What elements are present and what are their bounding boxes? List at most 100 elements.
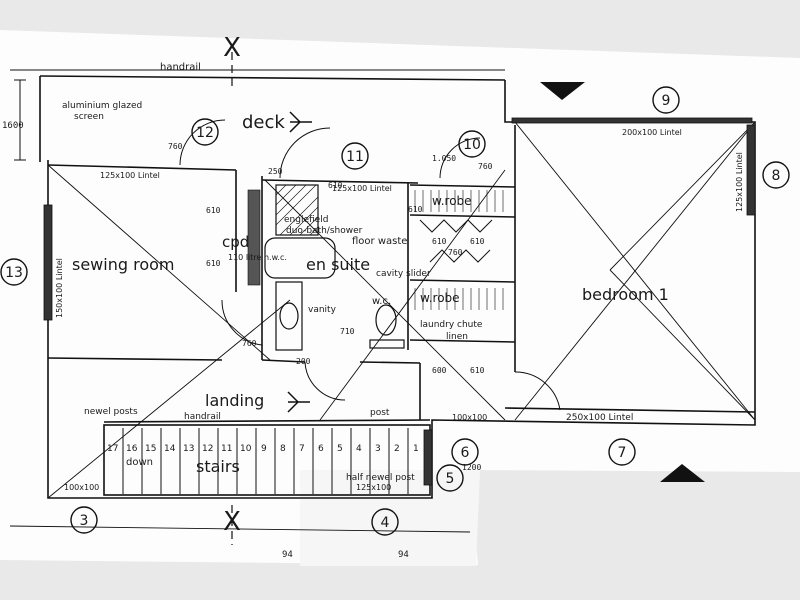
grid-markers bbox=[0, 86, 790, 536]
room-bedroom-1: bedroom 1 bbox=[582, 285, 669, 304]
dim-1600: 1600 bbox=[2, 121, 24, 131]
dim-610-c: 610 bbox=[432, 237, 447, 246]
wall-strip-left bbox=[43, 204, 53, 321]
wall-bedroom-bottom bbox=[504, 407, 756, 413]
annotation-lintel-right-vert: 125x100 Lintel bbox=[735, 152, 744, 212]
dim-line-bottom bbox=[9, 525, 471, 533]
dim-710: 710 bbox=[340, 327, 355, 336]
grid-marker-9: 9 bbox=[662, 93, 671, 109]
room-sewing-room: sewing room bbox=[72, 255, 174, 274]
grid-marker-11: 11 bbox=[346, 149, 364, 165]
annotation-lintel-top: 125x100 Lintel bbox=[100, 171, 160, 180]
fixture-wrobe-top: w.robe bbox=[432, 194, 472, 208]
fixture-vanity: vanity bbox=[308, 305, 337, 315]
grid-marker-9-circle bbox=[652, 86, 680, 114]
dim-1050: 1.050 bbox=[432, 154, 456, 163]
toilet-cistern bbox=[369, 339, 405, 349]
fixture-laundry-chute: laundry chute bbox=[420, 320, 483, 330]
shower-hatch bbox=[275, 184, 319, 236]
stair-number: 16 bbox=[126, 444, 138, 454]
wall-strip-top bbox=[511, 117, 753, 124]
wall-lintel-top bbox=[47, 164, 237, 171]
grid-marker-10: 10 bbox=[463, 137, 481, 153]
plan-lines bbox=[9, 52, 756, 545]
shower-box bbox=[275, 184, 319, 236]
annotation-lintel-right: 200x100 Lintel bbox=[622, 128, 682, 137]
grid-marker-12-circle bbox=[191, 118, 219, 146]
dim-200: 200 bbox=[296, 357, 311, 366]
stair-number: 12 bbox=[202, 444, 213, 454]
dim-600: 600 bbox=[432, 366, 447, 375]
wall-wrobe-mid bbox=[409, 214, 516, 343]
dim-610-a: 610 bbox=[206, 206, 221, 215]
bifold-doors bbox=[419, 219, 493, 263]
fixture-linen: linen bbox=[446, 332, 468, 342]
fixture-cavity-slider: cavity slider bbox=[376, 269, 431, 279]
wall-cpd bbox=[235, 170, 263, 360]
annotation-lintel-mid: 125x100 Lintel bbox=[332, 184, 392, 193]
grid-marker-4: 4 bbox=[381, 515, 390, 531]
annotation-lintel-stair-left: 100x100 bbox=[64, 483, 99, 492]
dim-760-a: 760 bbox=[168, 142, 183, 151]
paper-sheet-lower bbox=[300, 470, 480, 566]
door-swing-2 bbox=[279, 127, 331, 179]
grid-marker-5-circle bbox=[436, 464, 464, 492]
door-swing-6 bbox=[304, 361, 346, 401]
room-landing: landing bbox=[205, 391, 264, 410]
fixture-floor-waste: floor waste bbox=[352, 236, 407, 247]
annotation-half-newel: half newel post bbox=[346, 473, 415, 483]
stair-number: 14 bbox=[164, 444, 176, 454]
stair-number: 15 bbox=[145, 444, 156, 454]
annotation-newel-posts: newel posts bbox=[84, 407, 138, 417]
room-cpd: cpd bbox=[222, 233, 249, 251]
cavity-slider-label: cavity slider bbox=[376, 269, 431, 279]
hwc-strip bbox=[247, 189, 261, 286]
annotation-lintel-stair: 125x100 bbox=[356, 483, 391, 492]
dim-610-d: 610 bbox=[470, 237, 485, 246]
section-mark-bottom: X bbox=[223, 507, 241, 537]
door-swing-4 bbox=[221, 299, 263, 346]
wall-strip-stair bbox=[423, 429, 433, 486]
dim-94-b: 94 bbox=[398, 550, 409, 560]
dim-1200: 1200 bbox=[462, 463, 481, 472]
door-swing-1 bbox=[179, 119, 226, 166]
stair-number: 5 bbox=[337, 444, 343, 454]
wall-ensuite-top bbox=[261, 179, 419, 184]
grid-marker-10-circle bbox=[458, 130, 486, 158]
dim-610-f: 610 bbox=[470, 366, 485, 375]
paper-sheet-main bbox=[0, 30, 800, 565]
stair-number: 8 bbox=[280, 444, 286, 454]
roof-lines bbox=[47, 121, 756, 499]
grid-marker-8: 8 bbox=[772, 168, 781, 184]
handrail-stair bbox=[103, 419, 431, 423]
room-stairs: stairs bbox=[196, 457, 240, 476]
dim-94-a: 94 bbox=[282, 550, 293, 560]
stair-number: 4 bbox=[356, 444, 362, 454]
dim-line-left bbox=[14, 79, 26, 161]
stair-number: 17 bbox=[107, 444, 118, 454]
door-swing-5 bbox=[514, 371, 561, 411]
room-deck: deck bbox=[242, 112, 285, 133]
annotation-lintel-bottom: 250x100 Lintel bbox=[566, 413, 633, 423]
dim-610-b: 610 bbox=[206, 259, 221, 268]
annotation-handrail-stair: handrail bbox=[184, 412, 221, 422]
stair-numbers: 17 16 15 14 13 12 11 10 9 8 7 6 5 4 3 2 … bbox=[107, 444, 419, 454]
grid-marker-5: 5 bbox=[446, 471, 455, 487]
stair-number: 10 bbox=[240, 444, 252, 454]
fixture-alum-screen-1: aluminium glazed bbox=[62, 101, 142, 111]
room-en-suite: en suite bbox=[306, 255, 370, 274]
wall-sewing-bottom bbox=[47, 357, 223, 361]
fixture-wrobe-bottom: w.robe bbox=[420, 291, 460, 305]
vanity-basin bbox=[279, 302, 299, 330]
wall-landing bbox=[261, 359, 421, 364]
wall-wrobe-top bbox=[409, 125, 516, 372]
grid-marker-8-circle bbox=[762, 161, 790, 189]
grid-marker-6-circle bbox=[451, 438, 479, 466]
annotation-lintel-left: 150x100 Lintel bbox=[55, 258, 64, 318]
grid-marker-13-circle bbox=[0, 258, 28, 286]
grid-marker-12: 12 bbox=[196, 125, 214, 141]
wall-deck-top bbox=[39, 75, 506, 81]
stair-number: 9 bbox=[261, 444, 267, 454]
vanity-box bbox=[275, 281, 303, 351]
